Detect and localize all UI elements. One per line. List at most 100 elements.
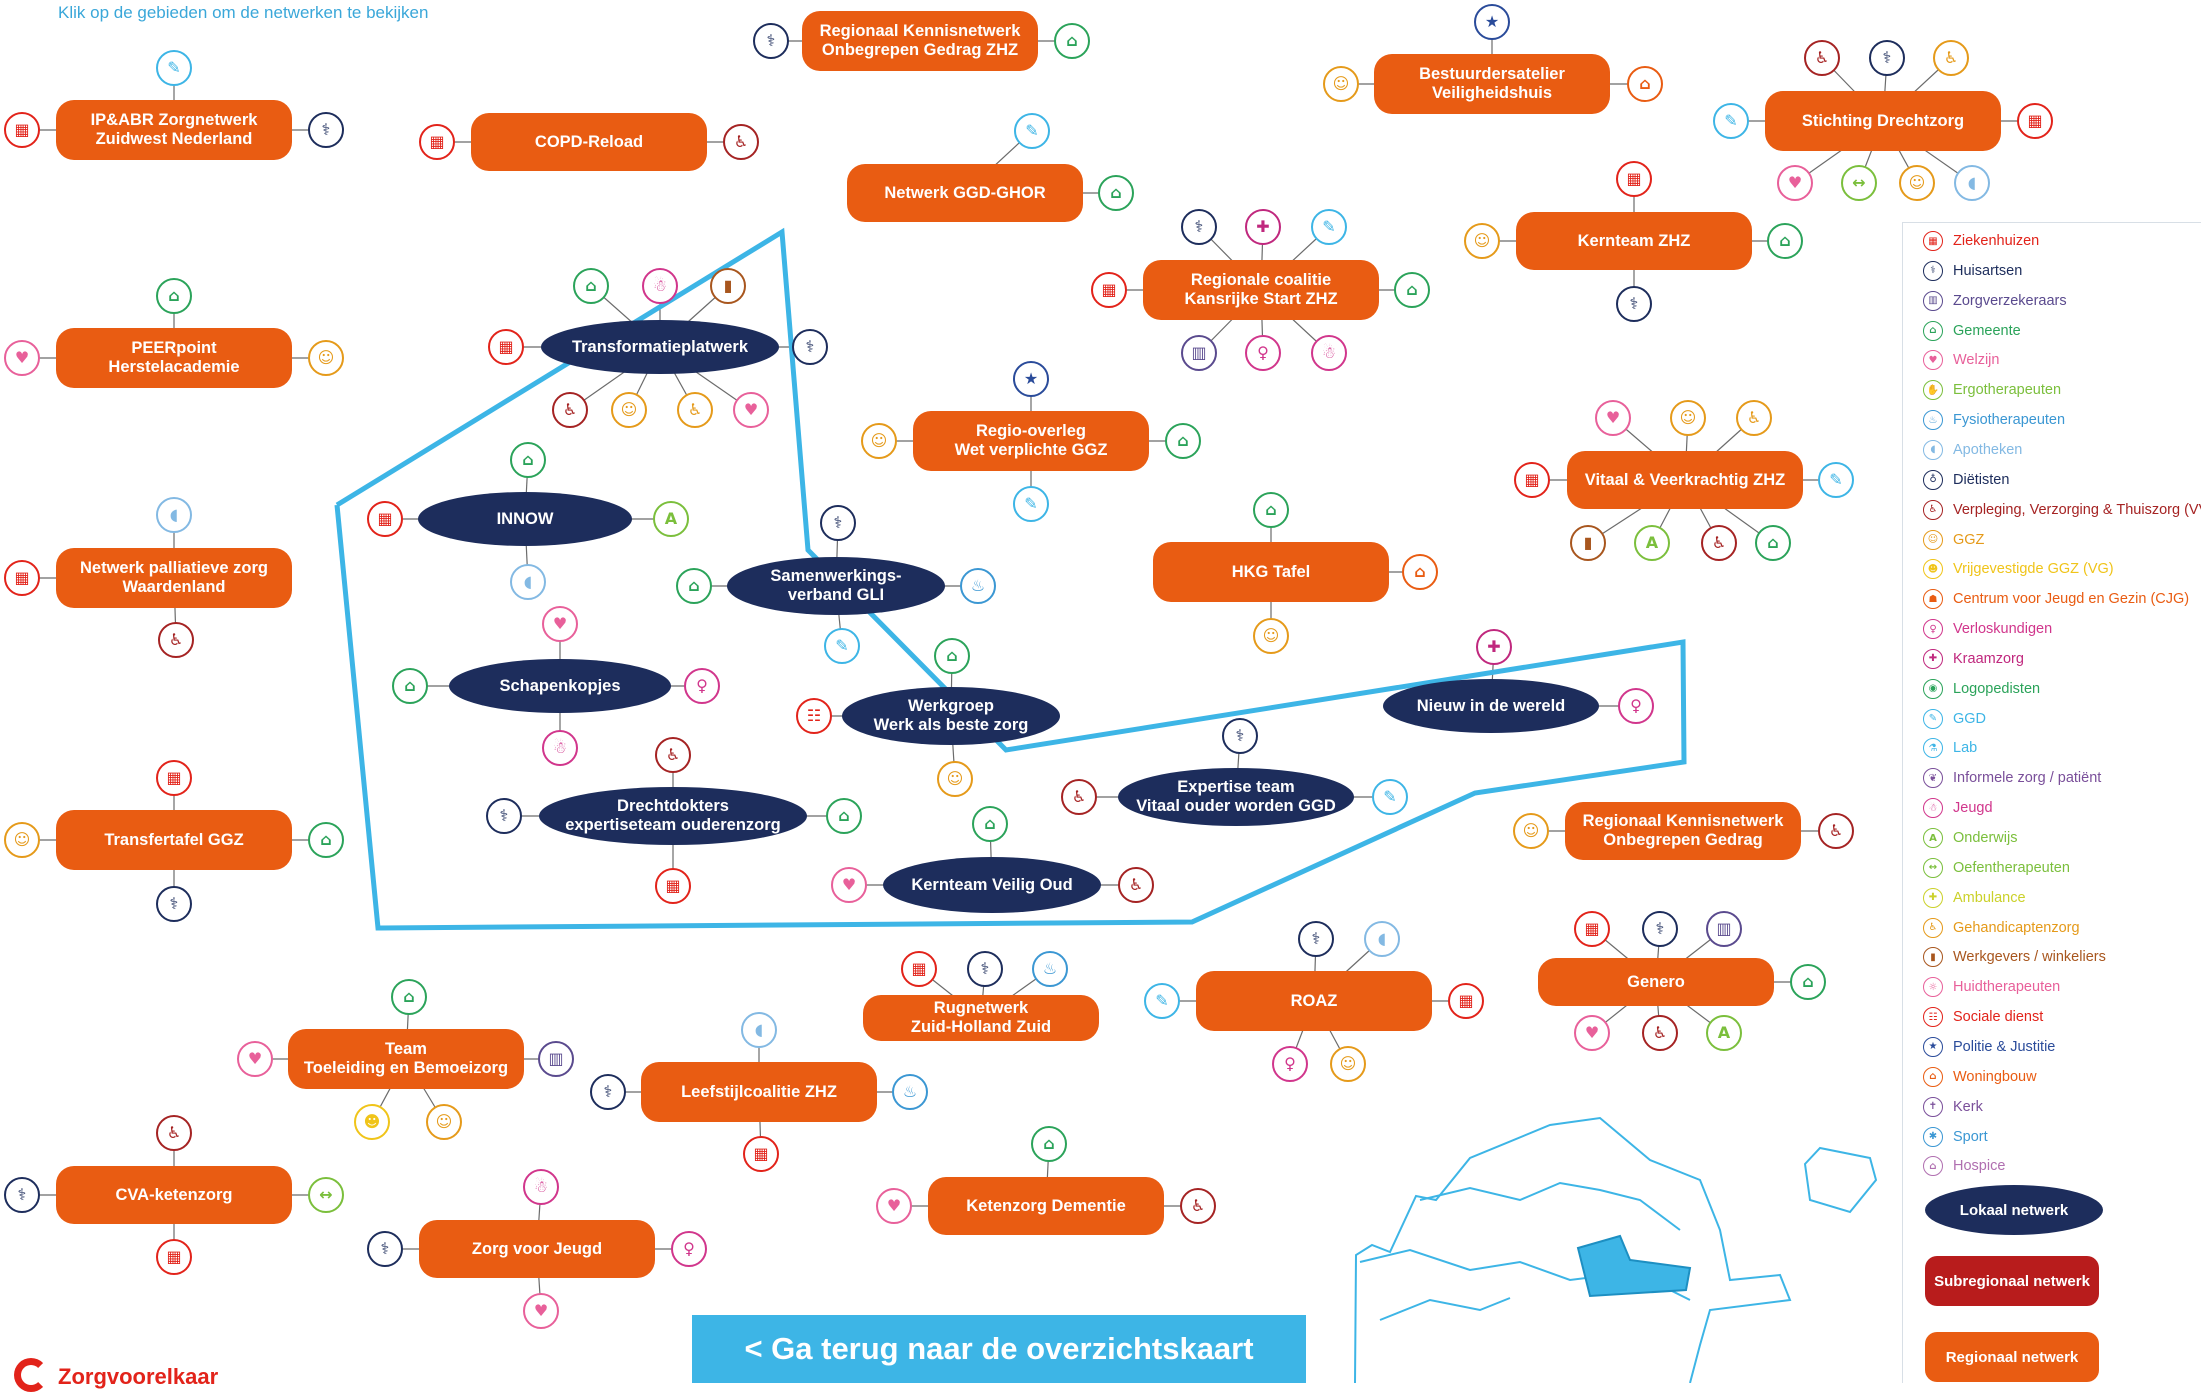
logo-wordmark: Zorgvoorelkaar bbox=[58, 1364, 219, 1389]
network-node-copd[interactable]: COPD-Reload bbox=[471, 113, 707, 171]
ggd-icon: ✎ bbox=[1311, 209, 1347, 245]
legend-label: Verloskundigen bbox=[1953, 621, 2053, 638]
network-node-kernteam-oud[interactable]: Kernteam Veilig Oud bbox=[883, 857, 1101, 913]
legend-label: Oefentherapeuten bbox=[1953, 859, 2070, 876]
legend-label: Hospice bbox=[1953, 1158, 2006, 1175]
network-node-roaz[interactable]: ROAZ bbox=[1196, 971, 1432, 1031]
legend-regional-network[interactable]: Regionaal netwerk bbox=[1925, 1332, 2099, 1382]
ggz-icon: ☺ bbox=[1253, 618, 1289, 654]
network-node-cva[interactable]: CVA-ketenzorg bbox=[56, 1166, 292, 1224]
network-node-transfertafel[interactable]: Transfertafel GGZ bbox=[56, 810, 292, 870]
network-node-leefstijl[interactable]: Leefstijlcoalitie ZHZ bbox=[641, 1062, 877, 1122]
gehandicaptenzorg-icon: ♿ bbox=[1923, 917, 1943, 938]
network-label: Nieuw in de wereld bbox=[1416, 696, 1566, 715]
gemeente-icon: ⌂ bbox=[826, 798, 862, 834]
sociale-dienst-icon: ☷ bbox=[1923, 1007, 1943, 1028]
legend-label: Fysiotherapeuten bbox=[1953, 412, 2066, 429]
legend-item-kraamzorg: ✚Kraamzorg bbox=[1923, 648, 2024, 669]
network-node-zorg-jeugd[interactable]: Zorg voor Jeugd bbox=[419, 1220, 655, 1278]
legend-label: Gehandicaptenzorg bbox=[1953, 919, 2080, 936]
legend-label: Ergotherapeuten bbox=[1953, 382, 2062, 399]
zorgverzekeraar-icon: ▥ bbox=[538, 1041, 574, 1077]
network-node-drechtzorg[interactable]: Stichting Drechtzorg bbox=[1765, 91, 2001, 151]
ziekenhuis-icon: ▦ bbox=[156, 1239, 192, 1275]
gehandicaptenzorg-icon: ♿ bbox=[1933, 40, 1969, 76]
ggd-icon: ✎ bbox=[1144, 983, 1180, 1019]
gemeente-icon: ⌂ bbox=[1253, 492, 1289, 528]
network-label: Genero bbox=[1627, 972, 1685, 991]
ziekenhuis-icon: ▦ bbox=[367, 501, 403, 537]
vvt-icon: ♿ bbox=[1804, 40, 1840, 76]
logopedie-icon: ◉ bbox=[1923, 678, 1943, 699]
ziekenhuis-icon: ▦ bbox=[4, 560, 40, 596]
network-node-transformatie[interactable]: Transformatieplatwerk bbox=[541, 320, 779, 374]
network-label: CVA-ketenzorg bbox=[115, 1185, 233, 1204]
jeugd-icon: ☃ bbox=[642, 268, 678, 304]
huisarts-icon: ⚕ bbox=[590, 1074, 626, 1110]
network-label: Vitaal & Veerkrachtig ZHZ bbox=[1584, 470, 1786, 489]
verloskunde-icon: ♀ bbox=[671, 1231, 707, 1267]
huisarts-icon: ⚕ bbox=[1642, 911, 1678, 947]
gemeente-icon: ⌂ bbox=[1790, 964, 1826, 1000]
network-node-kernteam-zhz[interactable]: Kernteam ZHZ bbox=[1516, 212, 1752, 270]
legend-label: Huidtherapeuten bbox=[1953, 979, 2061, 996]
gemeente-icon: ⌂ bbox=[1923, 320, 1943, 341]
huisarts-icon: ⚕ bbox=[4, 1177, 40, 1213]
network-node-gli[interactable]: Samenwerkings-verband GLI bbox=[727, 557, 945, 615]
network-node-innow[interactable]: INNOW bbox=[418, 492, 632, 546]
network-label: Kernteam Veilig Oud bbox=[911, 875, 1073, 894]
network-node-ketenzorg-dementie[interactable]: Ketenzorg Dementie bbox=[928, 1177, 1164, 1235]
network-node-nieuw[interactable]: Nieuw in de wereld bbox=[1383, 679, 1599, 733]
legend-label: Apotheken bbox=[1953, 441, 2023, 458]
huisarts-icon: ⚕ bbox=[1923, 260, 1943, 281]
ziekenhuis-icon: ▦ bbox=[2017, 103, 2053, 139]
apotheek-icon: ◖ bbox=[156, 497, 192, 533]
network-node-genero[interactable]: Genero bbox=[1538, 958, 1774, 1006]
kerk-icon: ✝ bbox=[1923, 1096, 1943, 1117]
network-node-schapenkopjes[interactable]: Schapenkopjes bbox=[449, 659, 671, 713]
legend-item-woningbouw: ⌂Woningbouw bbox=[1923, 1066, 2037, 1087]
back-to-overview-button[interactable]: < Ga terug naar de overzichtskaart bbox=[692, 1315, 1306, 1383]
vvt-icon: ♿ bbox=[1818, 813, 1854, 849]
network-node-vitaal[interactable]: Vitaal & Veerkrachtig ZHZ bbox=[1567, 451, 1803, 509]
legend-local-network[interactable]: Lokaal netwerk bbox=[1925, 1185, 2103, 1235]
legend-item-sociale-dienst: ☷Sociale dienst bbox=[1923, 1007, 2043, 1028]
ggd-icon: ✎ bbox=[1713, 103, 1749, 139]
legend-item-vg: ☻Vrijgevestigde GGZ (VG) bbox=[1923, 559, 2114, 580]
legend-subregional-network[interactable]: Subregionaal netwerk bbox=[1925, 1256, 2099, 1306]
ggz-icon: ☺ bbox=[426, 1104, 462, 1140]
legend-item-lab: ⚗Lab bbox=[1923, 738, 1977, 759]
ggd-icon: ✎ bbox=[1818, 462, 1854, 498]
gemeente-icon: ⌂ bbox=[676, 568, 712, 604]
kraamzorg-icon: ✚ bbox=[1923, 648, 1943, 669]
zorgvoorelkaar-logo[interactable]: Zorgvoorelkaar bbox=[14, 1358, 218, 1392]
vvt-icon: ♿ bbox=[1923, 499, 1943, 520]
woningbouw-icon: ⌂ bbox=[1627, 66, 1663, 102]
kraamzorg-icon: ✚ bbox=[1245, 209, 1281, 245]
network-node-hkg[interactable]: HKG Tafel bbox=[1153, 542, 1389, 602]
network-node-ggdghor[interactable]: Netwerk GGD-GHOR bbox=[847, 164, 1083, 222]
apotheek-icon: ◖ bbox=[1954, 165, 1990, 201]
verloskunde-icon: ♀ bbox=[1245, 335, 1281, 371]
oefentherapeut-icon: ↔ bbox=[308, 1177, 344, 1213]
gehandicaptenzorg-icon: ♿ bbox=[1736, 400, 1772, 436]
